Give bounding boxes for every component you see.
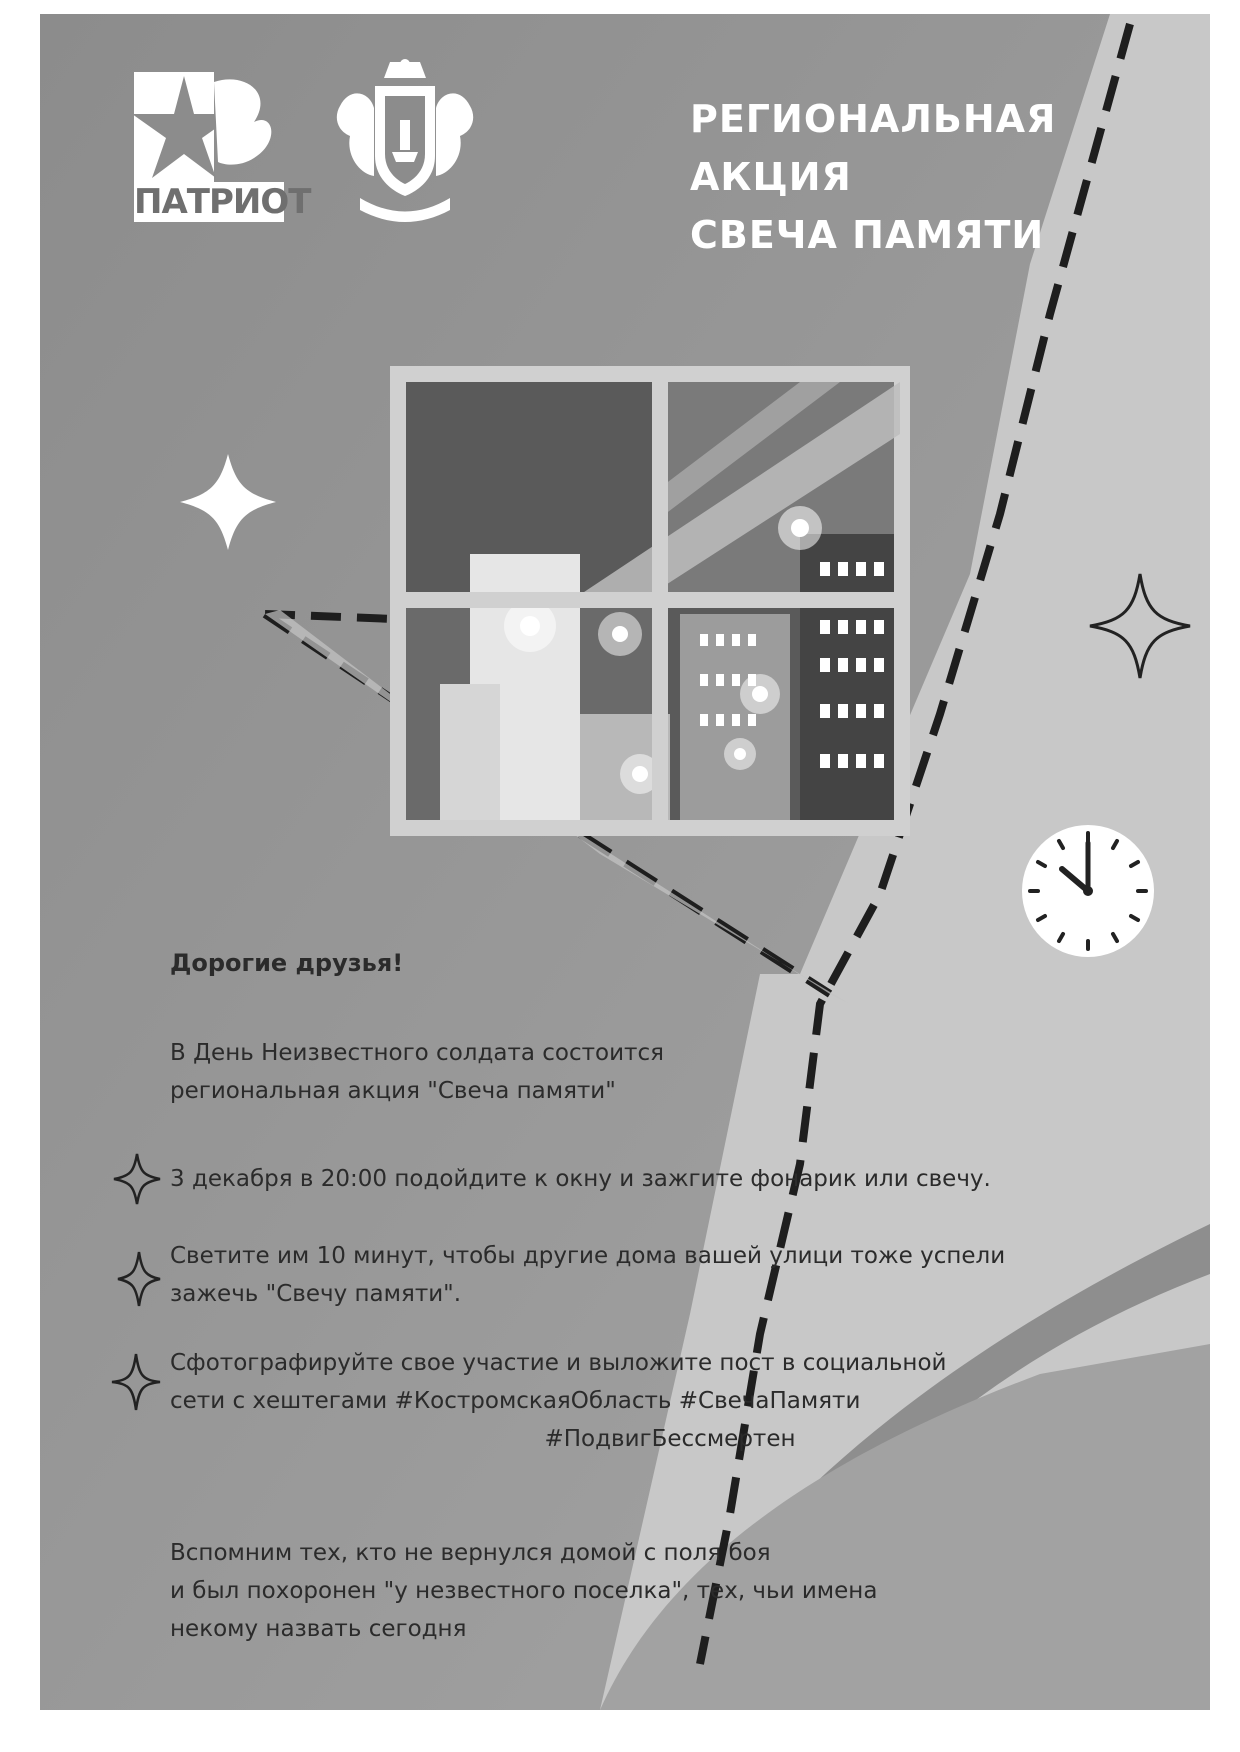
closing-line-3: некому назвать сегодня [170, 1616, 467, 1642]
step-2-line-2: зажечь "Свечу памяти". [170, 1281, 462, 1307]
closing-paragraph: Вспомним тех, кто не вернулся домой с по… [170, 1534, 877, 1648]
diamond-outline-icon [117, 1251, 161, 1307]
four-point-star-icon [180, 454, 276, 550]
greeting: Дорогие друзья! [170, 949, 404, 977]
step-2-text: Светите им 10 минут, чтобы другие дома в… [170, 1237, 1005, 1313]
diamond-outline-icon [113, 1153, 161, 1205]
title-line-1: РЕГИОНАЛЬНАЯ АКЦИЯ [690, 97, 1057, 199]
step-3-line-1: Сфотографируйте свое участие и выложите … [170, 1350, 947, 1376]
diamond-outline-icon [111, 1353, 161, 1411]
poster-title: РЕГИОНАЛЬНАЯ АКЦИЯ СВЕЧА ПАМЯТИ [690, 90, 1210, 264]
patriot-logo: ПАТРИОТ [134, 62, 311, 222]
step-3-text: Сфотографируйте свое участие и выложите … [170, 1344, 970, 1458]
window-with-night-city-icon [390, 366, 910, 836]
four-point-star-icon-outline [1089, 573, 1191, 679]
intro-line-1: В День Неизвестного солдата состоится [170, 1040, 664, 1066]
step-2-line-1: Светите им 10 минут, чтобы другие дома в… [170, 1243, 1006, 1269]
step-3-hashtag: #ПодвигБессмертен [544, 1426, 796, 1452]
clock-icon [1022, 825, 1154, 957]
kostroma-coat-of-arms-icon [330, 56, 480, 231]
intro-line-2: региональная акция "Свеча памяти" [170, 1078, 616, 1104]
step-3-line-2: сети с хештегами #КостромскаяОбласть #Св… [170, 1388, 861, 1414]
intro-paragraph: В День Неизвестного солдата состоится ре… [170, 1034, 664, 1110]
closing-line-1: Вспомним тех, кто не вернулся домой с по… [170, 1540, 771, 1566]
poster: ПАТРИОТ РЕГИОНАЛЬНАЯ АКЦИЯ СВЕЧА ПАМЯТИ [40, 14, 1210, 1710]
patriot-wordmark: ПАТРИОТ [134, 182, 311, 222]
closing-line-2: и был похоронен "у незвестного поселка",… [170, 1578, 878, 1604]
patriot-star-icon [134, 72, 272, 182]
step-1-text: 3 декабря в 20:00 подойдите к окну и заж… [170, 1166, 991, 1192]
poster-background [40, 14, 1210, 1710]
title-line-2: СВЕЧА ПАМЯТИ [690, 213, 1045, 257]
